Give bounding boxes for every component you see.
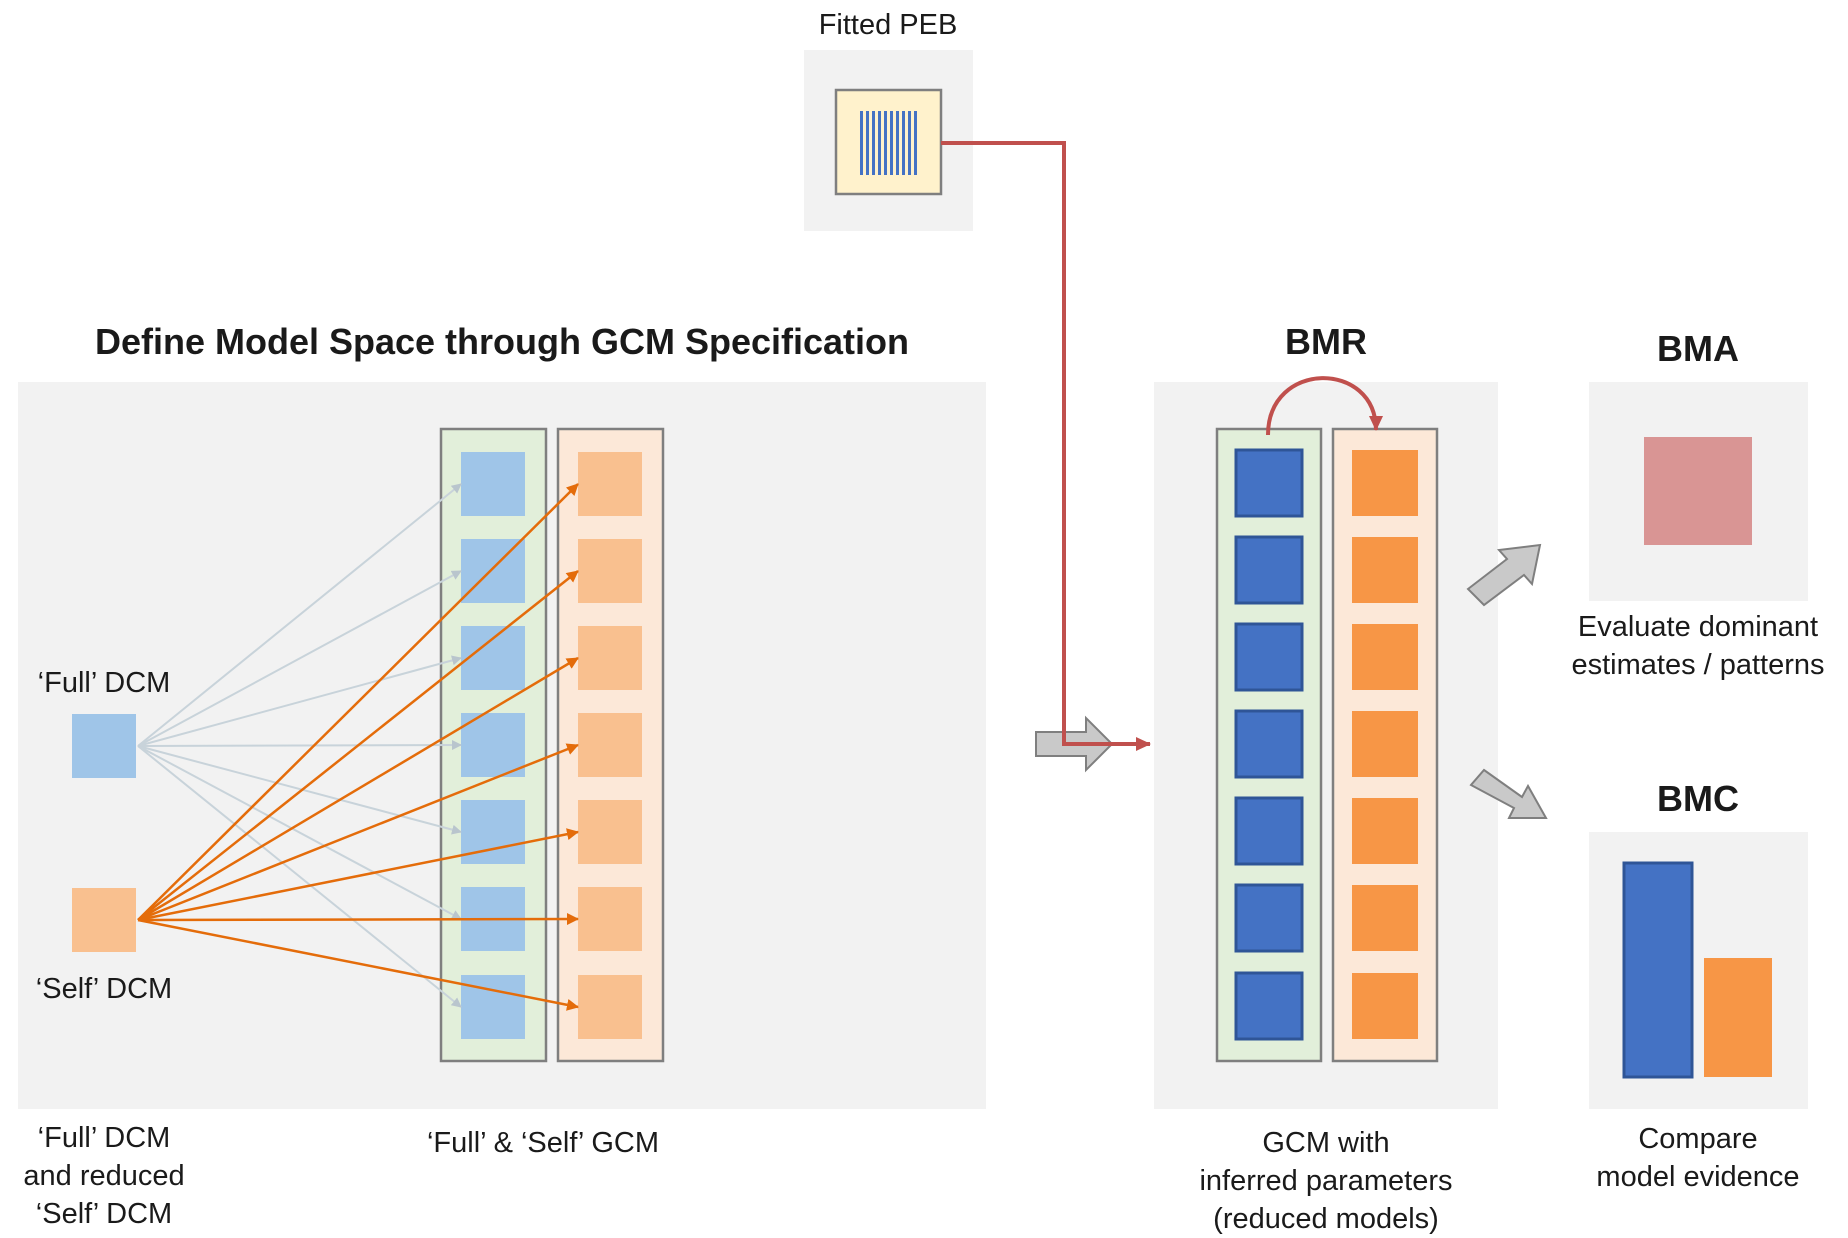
peb-stripes	[860, 111, 917, 175]
self-dcm-arrow	[137, 656, 579, 922]
bmr-self-square	[1352, 537, 1418, 603]
gcm-self-square	[578, 800, 642, 864]
peb-stripe	[914, 111, 917, 175]
self-dcm-square	[72, 888, 136, 952]
bmr-full-square	[1234, 448, 1304, 518]
peb-stripe	[890, 111, 893, 175]
bmr-self-square	[1352, 798, 1418, 864]
gcm-full-square	[461, 539, 525, 603]
full-dcm-arrow	[137, 483, 462, 747]
gcm-squares	[461, 452, 642, 1039]
bmr-caption: GCM with inferred parameters (reduced mo…	[1199, 1127, 1453, 1235]
self-dcm-arrow	[137, 913, 579, 926]
bmr-curved-arrow	[1266, 376, 1383, 436]
peb-stripe	[908, 111, 911, 175]
full-dcm-arrow	[137, 745, 462, 1008]
gcm-caption: ‘Full’ & ‘Self’ GCM	[426, 1127, 659, 1159]
self-dcm-arrow	[137, 918, 579, 1011]
gcm-self-square	[578, 887, 642, 951]
full-dcm-square	[72, 714, 136, 778]
bma-box	[1644, 437, 1752, 545]
bmr-full-square	[1234, 535, 1304, 605]
self-dcm-arrow	[137, 743, 579, 922]
bma-title: BMA	[1657, 328, 1739, 369]
peb-stripe	[872, 111, 875, 175]
bmr-title: BMR	[1285, 321, 1367, 362]
gcm-self-square	[578, 713, 642, 777]
full-dcm-arrow	[137, 570, 462, 747]
full-dcm-arrow	[137, 740, 462, 751]
bmr-full-column	[1215, 427, 1323, 1063]
self-dcm-arrow	[137, 570, 579, 921]
bmc-title: BMC	[1657, 778, 1739, 819]
gcm-self-square	[578, 452, 642, 516]
gcm-self-square	[578, 539, 642, 603]
self-dcm-arrow	[137, 483, 579, 921]
bmc-caption: Compare model evidence	[1596, 1123, 1800, 1193]
gcm-self-square	[578, 626, 642, 690]
left-caption: ‘Full’ DCM and reduced ‘Self’ DCM	[23, 1122, 185, 1230]
peb-to-bmr-arrow	[941, 141, 1151, 751]
grey-arrow-to-bmc	[1469, 768, 1548, 819]
self-dcm-arrow	[137, 828, 579, 922]
peb-matrix-icon	[834, 88, 943, 196]
self-dcm-label: ‘Self’ DCM	[35, 973, 173, 1005]
full-dcm-arrow	[137, 745, 462, 920]
bmr-full-square	[1234, 796, 1304, 866]
bmr-full-square	[1234, 883, 1304, 953]
bmr-full-square	[1234, 622, 1304, 692]
peb-stripe	[902, 111, 905, 175]
bmr-full-square	[1234, 709, 1304, 779]
bmr-full-square	[1234, 971, 1304, 1041]
bmr-self-square	[1352, 450, 1418, 516]
bmr-squares	[1234, 448, 1418, 1041]
gcm-self-square	[578, 975, 642, 1039]
peb-stripe	[896, 111, 899, 175]
bmc-bar-full	[1622, 861, 1694, 1079]
peb-stripe	[884, 111, 887, 175]
bmr-self-square	[1352, 624, 1418, 690]
grey-arrow-to-bma	[1466, 543, 1542, 607]
peb-stripe	[866, 111, 869, 175]
peb-label: Fitted PEB	[818, 9, 958, 41]
gcm-full-square	[461, 452, 525, 516]
dcm-arrows	[137, 483, 579, 1011]
define-title: Define Model Space through GCM Specifica…	[94, 321, 910, 362]
full-dcm-arrow	[137, 655, 462, 747]
peb-stripe	[878, 111, 881, 175]
bma-caption: Evaluate dominant estimates / patterns	[1571, 611, 1825, 681]
bmr-self-square	[1352, 973, 1418, 1039]
gcm-full-square	[461, 713, 525, 777]
bmc-bar-self	[1704, 958, 1772, 1077]
gcm-full-square	[461, 626, 525, 690]
bmr-self-square	[1352, 711, 1418, 777]
bmr-self-square	[1352, 885, 1418, 951]
peb-stripe	[860, 111, 863, 175]
full-dcm-arrow	[137, 745, 462, 835]
bmr-panel	[1154, 382, 1498, 1109]
full-dcm-label: ‘Full’ DCM	[37, 667, 171, 699]
